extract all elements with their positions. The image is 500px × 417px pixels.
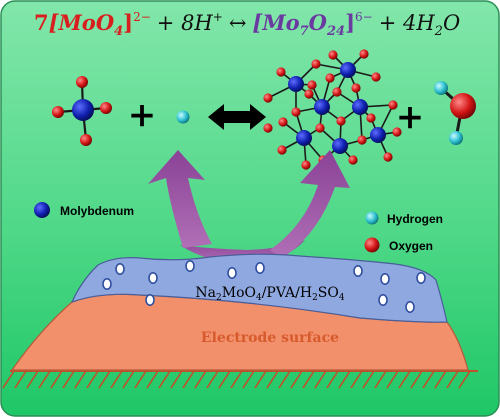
electrode-label: Electrode surface: [201, 330, 339, 346]
heptamolybdate-molecule: [263, 49, 402, 170]
eq-heptamolybdate: [Mo: [252, 10, 299, 35]
legend-oxygen-label: Oxygen: [389, 239, 433, 253]
legend-molybdenum-label: Molybdenum: [60, 204, 134, 218]
eq-coefficient: 7: [34, 10, 49, 35]
proton-ion: [176, 110, 190, 124]
eq-proton-term: + 8H: [157, 11, 214, 35]
eq-arrow: ↔: [229, 11, 247, 35]
legend-oxygen: Oxygen: [364, 237, 433, 253]
plus-sign-2: +: [396, 97, 425, 137]
gel-composition-label: Na2MoO4/PVA/H2SO4: [195, 285, 344, 303]
legend-molybdenum: Molybdenum: [34, 202, 134, 218]
legend-hydrogen-label: Hydrogen: [387, 212, 443, 226]
legend-hydrogen: Hydrogen: [365, 211, 443, 226]
eq-water-term: + 4H: [379, 11, 436, 35]
eq-molybdate: [MoO: [49, 10, 115, 35]
equilibrium-arrow: [208, 104, 266, 130]
water-molecule: [434, 81, 476, 145]
molybdate-molecule: [52, 76, 112, 146]
plus-sign-1: +: [128, 95, 157, 135]
gel-bubbles: [102, 259, 426, 313]
reaction-equation: 7[MoO4]2−+ 8H+↔[Mo7O24]6−+ 4H2O: [34, 10, 460, 39]
ground-hatching: [2, 370, 471, 389]
